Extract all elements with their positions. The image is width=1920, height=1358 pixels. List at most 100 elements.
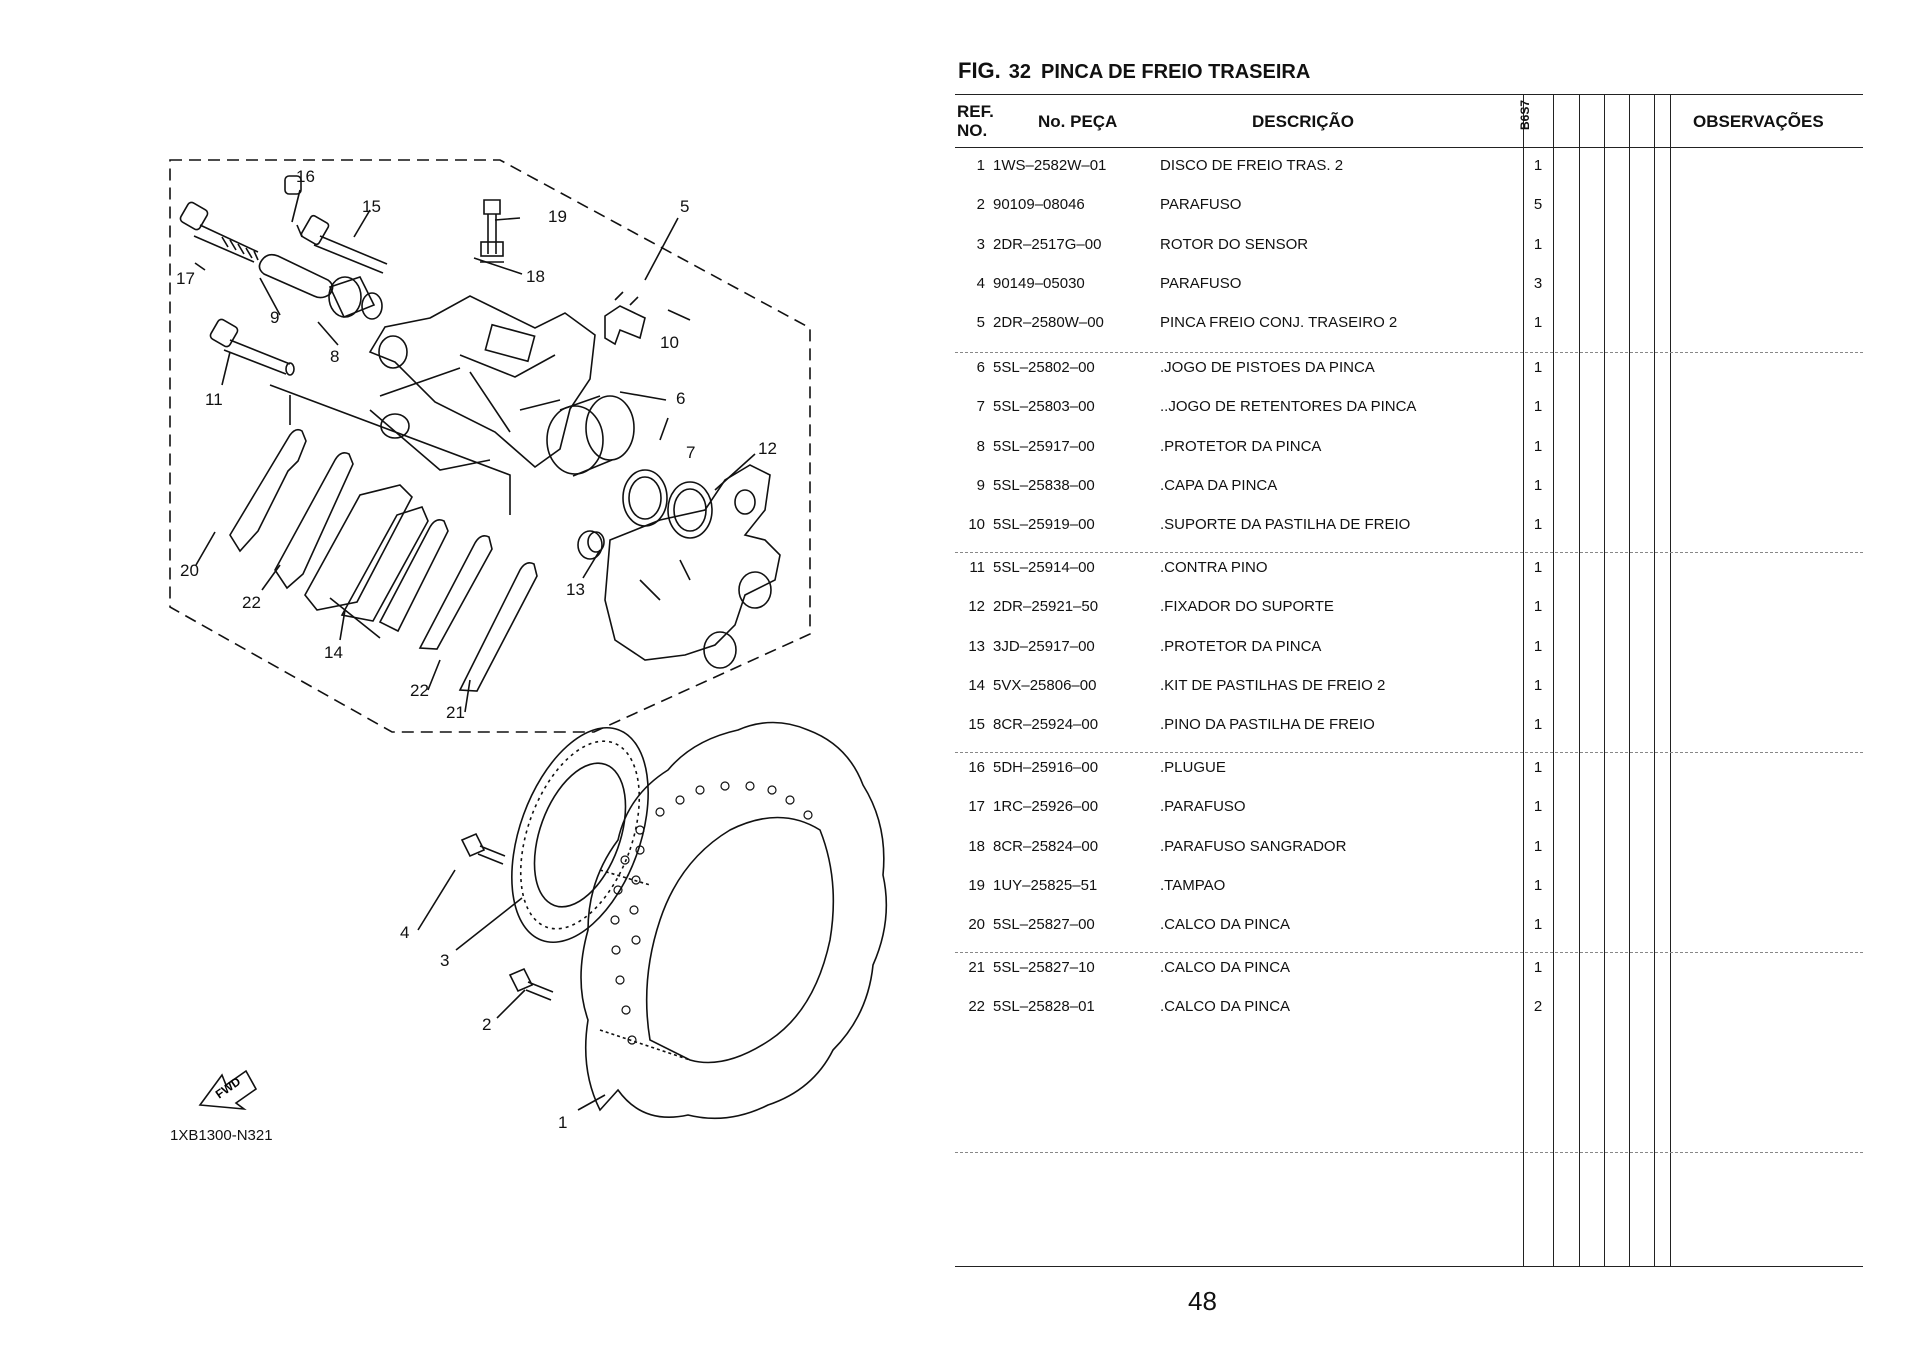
quantity-cell: 1 — [1533, 157, 1543, 174]
callout-21: 21 — [446, 703, 465, 722]
part-number-cell: 1UY–25825–51 — [993, 876, 1098, 894]
callout-18: 18 — [526, 267, 545, 286]
description-cell: .CALCO DA PINCA — [1160, 998, 1291, 1016]
part-number-cell: 5DH–25916–00 — [993, 759, 1099, 776]
part-number-cell: 5SL–25917–00 — [993, 437, 1095, 455]
part-number-cell: 5SL–25838–00 — [993, 476, 1095, 494]
page-number: 48 — [1188, 1286, 1217, 1316]
description-cell: PARAFUSO — [1160, 274, 1242, 292]
figure-name: PINCA DE FREIO TRASEIRA — [1041, 61, 1311, 83]
part-number-cell: 5SL–25827–00 — [993, 916, 1095, 934]
description-cell: .PLUGUE — [1160, 759, 1226, 776]
callout-22b: 22 — [410, 681, 429, 700]
ref-cell: 12 — [968, 598, 985, 616]
ref-cell: 1 — [976, 157, 985, 174]
model-column-rule-2 — [1579, 94, 1580, 1266]
ref-cell: 2 — [976, 196, 985, 214]
callout-12: 12 — [758, 439, 777, 458]
quantity-cell: 1 — [1533, 676, 1543, 694]
quantity-cell: 1 — [1533, 235, 1543, 253]
figure-number: 32 — [1008, 61, 1032, 83]
quantity-cell: 1 — [1533, 516, 1543, 534]
description-cell: .PINO DA PASTILHA DE FREIO — [1160, 716, 1375, 734]
quantity-cell: 1 — [1533, 476, 1543, 494]
callout-11: 11 — [205, 390, 223, 409]
description-cell: .CALCO DA PINCA — [1160, 916, 1291, 934]
part-number-cell: 5SL–25802–00 — [993, 359, 1095, 376]
part-number-cell: 8CR–25924–00 — [993, 716, 1099, 734]
ref-cell: 4 — [976, 274, 985, 292]
bolt-11-drawing — [209, 318, 295, 376]
table-row: 16 5DH–25916–00 .PLUGUE 1 — [955, 758, 1863, 778]
ref-cell: 20 — [968, 916, 985, 934]
diagram-drawing: 16 15 17 9 8 11 19 18 5 10 6 7 12 13 20 … — [169, 159, 888, 1144]
model-column-rule-3 — [1604, 94, 1605, 1266]
header-ref: REF. NO. — [957, 102, 994, 140]
callout-2: 2 — [482, 1015, 491, 1034]
description-cell: .JOGO DE PISTOES DA PINCA — [1160, 359, 1375, 376]
callout-19: 19 — [548, 207, 567, 226]
ref-cell: 8 — [976, 437, 985, 455]
quantity-cell: 1 — [1533, 359, 1543, 376]
description-cell: ROTOR DO SENSOR — [1160, 235, 1309, 253]
table-row: 6 5SL–25802–00 .JOGO DE PISTOES DA PINCA 1 — [955, 358, 1863, 378]
part-number-cell: 90149–05030 — [993, 274, 1085, 292]
ref-cell: 22 — [968, 998, 985, 1016]
description-cell: .PARAFUSO — [1160, 798, 1246, 816]
part-number-cell: 5SL–25827–10 — [993, 959, 1095, 976]
table-top-rule — [955, 94, 1863, 95]
ref-cell: 10 — [968, 516, 985, 534]
notes-column-rule — [1670, 94, 1671, 1266]
ref-cell: 21 — [968, 959, 985, 976]
group-separator — [955, 1152, 1863, 1153]
quantity-cell: 1 — [1533, 798, 1543, 816]
part-number-cell: 1RC–25926–00 — [993, 798, 1099, 816]
part-number-cell: 1WS–2582W–01 — [993, 157, 1107, 174]
quantity-cell: 1 — [1533, 314, 1543, 332]
ref-cell: 16 — [968, 759, 985, 776]
callout-9: 9 — [270, 308, 279, 327]
callout-3: 3 — [440, 951, 449, 970]
sensor-rotor-drawing — [511, 726, 649, 944]
description-cell: PINCA FREIO CONJ. TRASEIRO 2 — [1160, 314, 1398, 332]
ref-cell: 6 — [976, 359, 985, 376]
quantity-cell: 1 — [1533, 759, 1543, 776]
quantity-cell: 1 — [1533, 398, 1543, 416]
figure-label: FIG. — [958, 58, 1001, 83]
callout-22a: 22 — [242, 593, 261, 612]
assembly-boundary — [169, 159, 811, 733]
quantity-cell: 1 — [1533, 959, 1543, 976]
part-number-cell: 5SL–25914–00 — [993, 559, 1095, 576]
part-number-cell: 5SL–25828–01 — [993, 998, 1095, 1016]
part-number-cell: 8CR–25824–00 — [993, 837, 1099, 855]
callout-5: 5 — [680, 197, 689, 216]
callout-14: 14 — [324, 643, 343, 662]
table-row: 4 90149–05030 PARAFUSO 3 — [955, 274, 1863, 294]
quantity-cell: 3 — [1533, 274, 1543, 292]
group-separator — [955, 352, 1863, 353]
fwd-label: FWD — [213, 1074, 244, 1101]
part-number-cell: 5VX–25806–00 — [993, 676, 1097, 694]
exploded-parts-diagram: 16 15 17 9 8 11 19 18 5 10 6 7 12 13 20 … — [0, 0, 940, 1358]
callout-6: 6 — [676, 389, 685, 408]
part-number-cell: 2DR–25921–50 — [993, 598, 1099, 616]
callout-17: 17 — [176, 269, 195, 288]
part-number-cell: 5SL–25919–00 — [993, 516, 1095, 534]
part-number-cell: 5SL–25803–00 — [993, 398, 1095, 416]
quantity-cell: 1 — [1533, 559, 1543, 576]
ref-cell: 17 — [968, 798, 985, 816]
ref-cell: 13 — [968, 637, 985, 655]
header-description: DESCRIÇÃO — [1252, 112, 1355, 131]
group-separator — [955, 552, 1863, 553]
piston-drawing — [546, 395, 635, 477]
description-cell: PARAFUSO — [1160, 196, 1242, 214]
